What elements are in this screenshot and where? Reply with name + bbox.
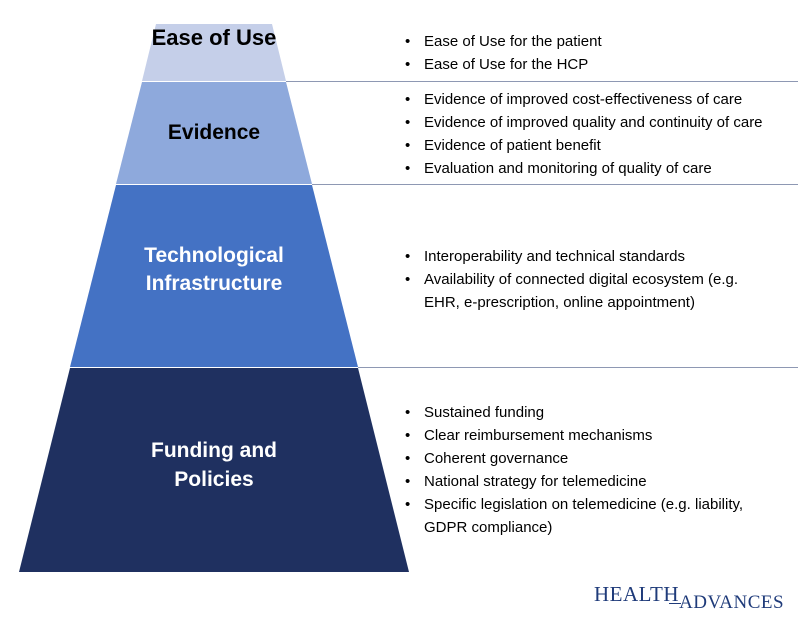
- bullet-list-technological-infrastructure: Interoperability and technical standards…: [405, 245, 775, 314]
- divider-line: [286, 81, 798, 82]
- bullet-item: National strategy for telemedicine: [405, 470, 780, 493]
- bullet-item: Coherent governance: [405, 447, 780, 470]
- health-advances-logo: HEALTHADVANCES: [594, 582, 784, 613]
- bullet-item: Ease of Use for the HCP: [405, 53, 785, 76]
- bullet-item: Clear reimbursement mechanisms: [405, 424, 780, 447]
- bullet-item: Evidence of improved cost-effectiveness …: [405, 88, 793, 111]
- bullet-list-funding-and-policies: Sustained funding Clear reimbursement me…: [405, 401, 780, 539]
- logo-text-health: HEALTH: [594, 582, 680, 606]
- bullet-item: Interoperability and technical standards: [405, 245, 775, 268]
- tier-funding-and-policies-shape: [19, 368, 409, 572]
- tier-label-technological-infrastructure: Technological Infrastructure: [144, 244, 284, 295]
- tier-technological-infrastructure-shape: [70, 185, 358, 367]
- logo-text-advances: ADVANCES: [679, 592, 785, 613]
- bullet-item: Evidence of improved quality and continu…: [405, 111, 793, 134]
- bullet-item: Ease of Use for the patient: [405, 30, 785, 53]
- bullet-item: Availability of connected digital ecosys…: [405, 268, 775, 314]
- divider-line: [312, 184, 798, 185]
- bullet-item: Specific legislation on telemedicine (e.…: [405, 493, 780, 539]
- bullet-list-ease-of-use: Ease of Use for the patient Ease of Use …: [405, 30, 785, 76]
- tier-evidence-shape: [116, 82, 312, 184]
- logo-rule: [669, 603, 681, 604]
- bullet-item: Evidence of patient benefit: [405, 134, 793, 157]
- tier-label-funding-and-policies: Funding and Policies: [151, 439, 277, 491]
- tier-label-evidence: Evidence: [167, 121, 261, 144]
- bullet-item: Sustained funding: [405, 401, 780, 424]
- tier-ease-of-use-shape: [142, 24, 286, 81]
- bullet-item: Evaluation and monitoring of quality of …: [405, 157, 793, 180]
- bullet-list-evidence: Evidence of improved cost-effectiveness …: [405, 88, 793, 180]
- divider-line: [358, 367, 798, 368]
- tier-label-ease-of-use: Ease of Use: [151, 25, 277, 50]
